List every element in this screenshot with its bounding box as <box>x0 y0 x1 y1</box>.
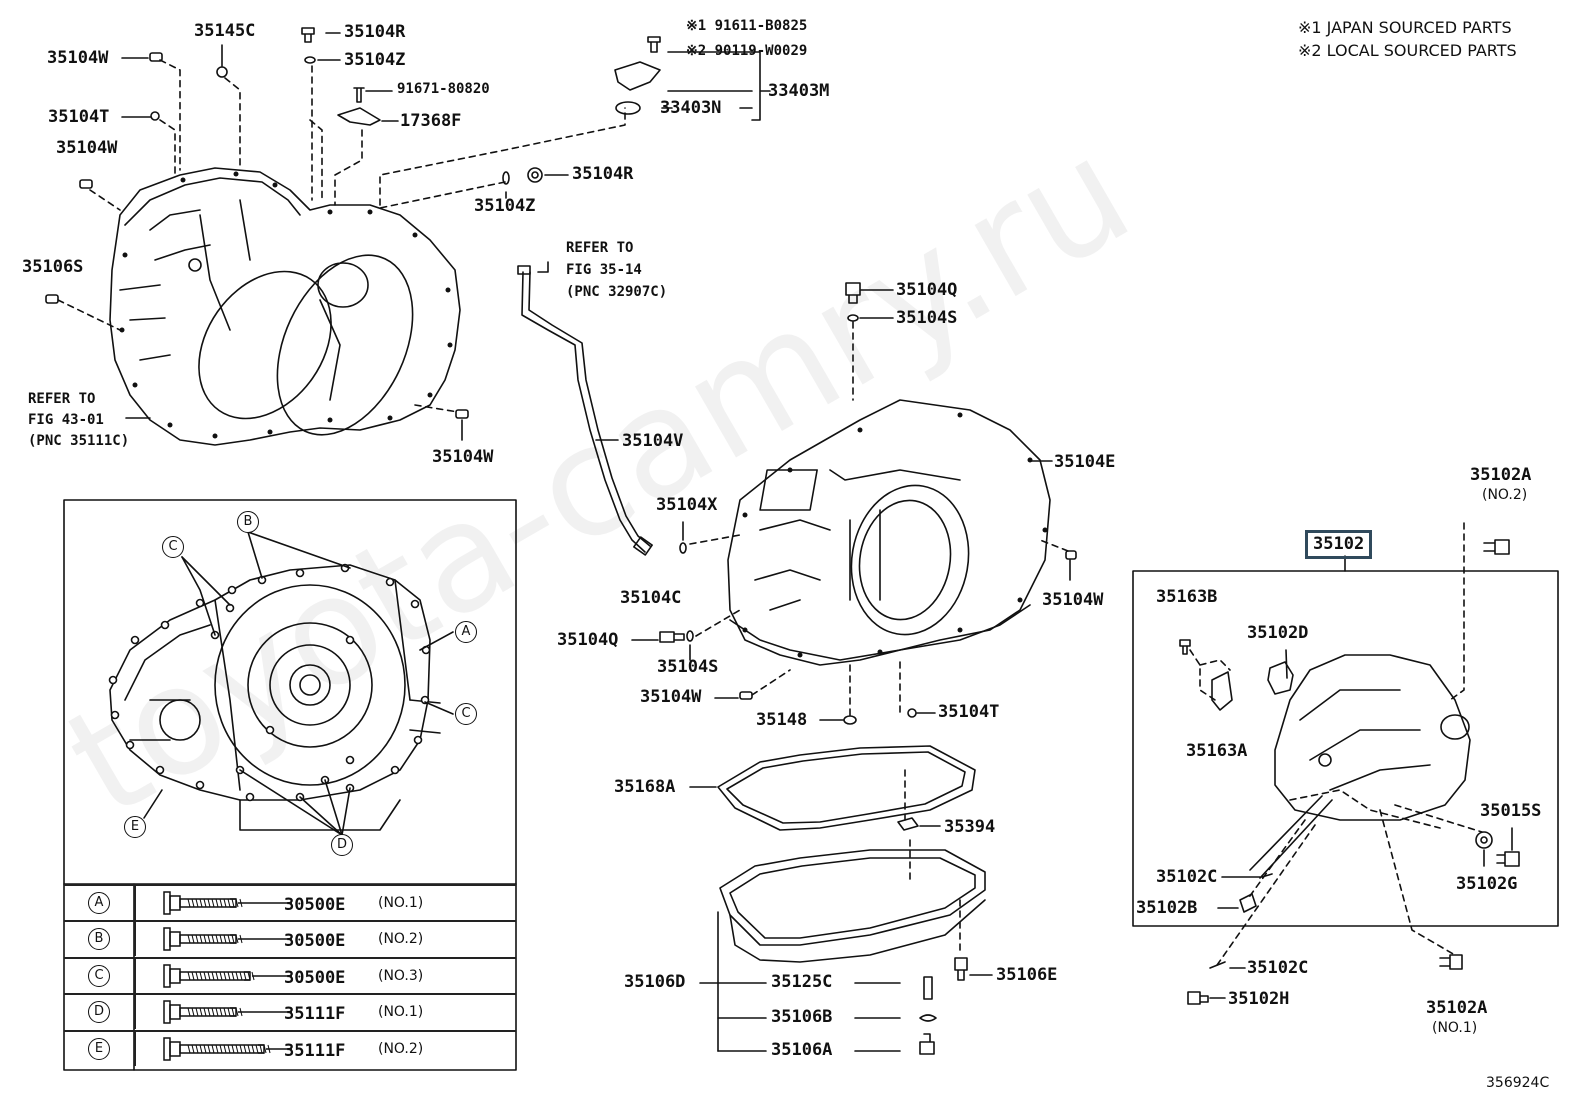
refer-note-line1: REFER TO <box>28 391 96 407</box>
part-label-35106a: 35106A <box>771 1040 833 1060</box>
refer-note-line3: (PNC 32907C) <box>566 284 668 300</box>
bolt-key-cell: B <box>64 922 136 957</box>
part-label-35148: 35148 <box>756 710 808 730</box>
figure-number: 356924C <box>1486 1075 1550 1091</box>
part-label-35106b: 35106B <box>771 1007 833 1027</box>
refer-note-line1: REFER TO <box>566 240 634 256</box>
part-label-35104w: 35104W <box>640 687 702 707</box>
bolt-key-callout: D <box>88 1001 110 1024</box>
part-label-35015s: 35015S <box>1480 801 1542 821</box>
refer-note-line2: FIG 35-14 <box>566 262 642 278</box>
bolt-icon <box>163 1036 292 1061</box>
bolt-key-cell: E <box>64 1031 136 1066</box>
part-label-35145c: 35145C <box>194 21 256 41</box>
part-label-35163a: 35163A <box>1186 741 1248 761</box>
transaxle-housing-drawing <box>45 27 626 446</box>
bolt-variant: (NO.2) <box>378 1040 424 1057</box>
part-label-35104t: 35104T <box>938 702 1000 722</box>
part-label-35394: 35394 <box>944 817 996 837</box>
part-label-91611-b0825: ※1 91611-B0825 <box>686 18 808 34</box>
part-label-35106e: 35106E <box>996 965 1058 985</box>
bolt-table-row: C 30500E (NO.3) <box>64 956 516 993</box>
part-label-35104s: 35104S <box>657 657 719 677</box>
part-label-35102a: 35102A <box>1470 465 1532 485</box>
legend-japan-sourced: ※1 JAPAN SOURCED PARTS <box>1298 18 1512 37</box>
part-label-35104w: 35104W <box>56 138 118 158</box>
part-label-35104w: 35104W <box>47 48 109 68</box>
part-label-35102g: 35102G <box>1456 874 1518 894</box>
bolt-part-number: 30500E <box>284 967 346 988</box>
bolt-key-cell: C <box>64 958 136 993</box>
main-assembly-box: 35102 <box>1305 530 1373 559</box>
bolt-key-cell: A <box>64 886 136 920</box>
callout-d: D <box>331 834 353 856</box>
part-label-35102a: 35102A <box>1426 998 1488 1018</box>
bolt-table-row: E 35111F (NO.2) <box>64 1029 516 1066</box>
bolt-variant: (NO.1) <box>378 895 424 911</box>
part-label-35102c: 35102C <box>1156 867 1218 887</box>
callout-b: B <box>237 511 259 533</box>
part-label-35104r: 35104R <box>572 164 634 184</box>
part-label-91671-80820: 91671-80820 <box>397 81 490 97</box>
part-label-35102b: 35102B <box>1136 898 1198 918</box>
bolt-table-row: A 30500E (NO.1) <box>64 884 516 920</box>
part-label-35104r: 35104R <box>344 22 406 42</box>
part-label-35102d: 35102D <box>1247 623 1309 643</box>
part-label-35104e: 35104E <box>1054 452 1116 472</box>
part-label-35104q: 35104Q <box>896 280 958 300</box>
part-label-33403m: 33403M <box>768 81 830 101</box>
part-label-35104z: 35104Z <box>474 196 536 216</box>
bolt-part-number: 30500E <box>284 931 346 952</box>
bolt-icon <box>163 927 292 952</box>
part-label-35104c: 35104C <box>620 588 682 608</box>
part-label-35125c: 35125C <box>771 972 833 992</box>
bolt-variant: (NO.2) <box>378 931 424 948</box>
part-label-35104t: 35104T <box>48 107 110 127</box>
bolt-icon <box>163 891 292 915</box>
part-label-33403n: 33403N <box>660 98 722 118</box>
refer-note-line2: FIG 43-01 <box>28 412 104 428</box>
bolt-table-row: B 30500E (NO.2) <box>64 920 516 957</box>
part-label-17368f: 17368F <box>400 111 462 131</box>
legend-local-sourced: ※2 LOCAL SOURCED PARTS <box>1298 41 1517 60</box>
part-label-35106s: 35106S <box>22 257 84 277</box>
part-label-35104x: 35104X <box>656 495 718 515</box>
bolt-part-number: 35111F <box>284 1004 346 1025</box>
part-variant-no1: (NO.1) <box>1432 1020 1478 1036</box>
part-label-35104w: 35104W <box>1042 590 1104 610</box>
part-label-35104z: 35104Z <box>344 50 406 70</box>
part-label-35104w: 35104W <box>432 447 494 467</box>
part-variant-no2: (NO.2) <box>1482 487 1528 503</box>
bolt-part-number: 30500E <box>284 895 346 915</box>
callout-c: C <box>455 703 477 725</box>
bolt-variant: (NO.3) <box>378 967 424 984</box>
part-label-35104v: 35104V <box>622 431 684 451</box>
callout-a: A <box>455 621 477 643</box>
oil-filler-drawing <box>502 36 771 556</box>
bolt-icon <box>163 964 292 988</box>
callout-e: E <box>124 816 146 838</box>
part-label-35102h: 35102H <box>1228 989 1290 1009</box>
part-label-35106d: 35106D <box>624 972 686 992</box>
callout-c: C <box>162 536 184 558</box>
part-label-35102c: 35102C <box>1247 958 1309 978</box>
transmission-case-drawing <box>631 282 1077 1055</box>
part-label-90119-w0029: ※2 90119-W0029 <box>686 43 808 59</box>
part-label-35168a: 35168A <box>614 777 676 797</box>
bolt-icon <box>163 1000 292 1024</box>
bolt-key-callout: C <box>88 964 110 987</box>
bolt-key-cell: D <box>64 995 136 1030</box>
part-label-35163b: 35163B <box>1156 587 1218 607</box>
bolt-table-row: D 35111F (NO.1) <box>64 993 516 1030</box>
part-label-35104q: 35104Q <box>557 630 619 650</box>
bolt-key-callout: E <box>88 1037 110 1060</box>
refer-note-line3: (PNC 35111C) <box>28 433 130 449</box>
bolt-part-number: 35111F <box>284 1040 346 1061</box>
bolt-variant: (NO.1) <box>378 1004 424 1021</box>
part-label-35104s: 35104S <box>896 308 958 328</box>
bolt-key-callout: A <box>88 892 110 914</box>
bolt-key-callout: B <box>88 928 110 951</box>
